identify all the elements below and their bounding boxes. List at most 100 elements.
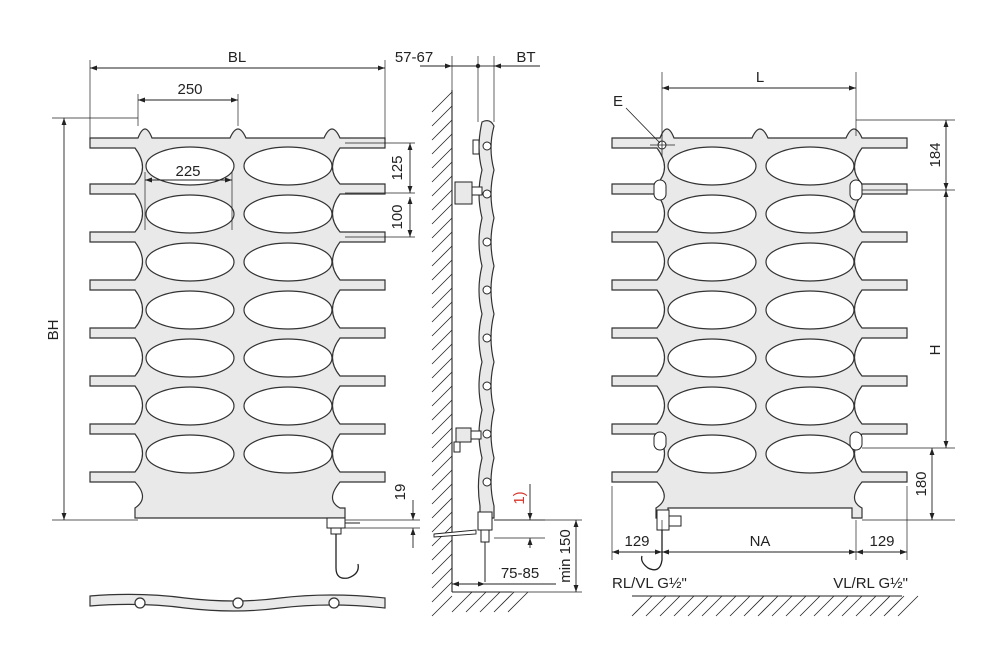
dim-125-label: 125 xyxy=(389,155,406,180)
hatch-line xyxy=(431,567,453,589)
dim-bl-label: BL xyxy=(228,49,246,66)
hatch-line xyxy=(431,581,453,603)
oval-hole xyxy=(765,194,855,234)
side-hole xyxy=(482,141,492,151)
hatch-line xyxy=(431,217,453,239)
front-view: BL 250 225 BH 125 100 19 xyxy=(45,49,420,612)
oval-hole xyxy=(145,194,235,234)
dim-100-label: 100 xyxy=(389,204,406,229)
mount-slot-icon xyxy=(653,179,863,451)
bracket-icon xyxy=(453,139,483,453)
dim-bt-label: BT xyxy=(516,49,535,66)
hatch-line xyxy=(431,357,453,379)
rear-hook-icon xyxy=(640,530,663,571)
bottom-hole xyxy=(328,597,340,609)
vent-icon xyxy=(625,107,675,157)
oval-hole xyxy=(667,146,757,186)
oval-hole xyxy=(765,338,855,378)
dim-129-right-label: 129 xyxy=(869,533,894,550)
side-hole xyxy=(482,381,492,391)
oval-hole xyxy=(243,146,333,186)
oval-hole xyxy=(667,290,757,330)
hatch-line xyxy=(431,469,453,491)
hatch-line xyxy=(431,105,453,127)
conn-left-label: RL/VL G½" xyxy=(612,575,687,592)
hatch-line xyxy=(631,595,653,617)
hatch-line xyxy=(431,441,453,463)
oval-hole xyxy=(243,242,333,282)
oval-hole xyxy=(145,434,235,474)
side-view: 57-67 BT 1) min 150 75-85 xyxy=(395,49,582,617)
hatch-line xyxy=(785,595,807,617)
hatch-line xyxy=(431,189,453,211)
oval-hole xyxy=(145,242,235,282)
oval-hole xyxy=(765,242,855,282)
side-hole xyxy=(482,429,492,439)
oval-hole xyxy=(145,290,235,330)
rear-valve-icon xyxy=(656,509,682,531)
hatch-line xyxy=(431,483,453,505)
hatch-line xyxy=(451,591,473,613)
hatch-line xyxy=(431,147,453,169)
bottom-hole xyxy=(134,597,146,609)
oval-hole xyxy=(243,290,333,330)
hatch-line xyxy=(479,591,501,613)
front-panel-body xyxy=(89,128,386,519)
hatch-line xyxy=(701,595,723,617)
oval-hole xyxy=(667,194,757,234)
oval-hole xyxy=(145,146,235,186)
hatch-line xyxy=(431,119,453,141)
hatch-line xyxy=(431,273,453,295)
oval-hole xyxy=(145,338,235,378)
dim-na-label: NA xyxy=(750,533,771,550)
hatch-line xyxy=(715,595,737,617)
hatch-line xyxy=(431,539,453,561)
oval-hole xyxy=(765,290,855,330)
hatch-line xyxy=(431,231,453,253)
hatch-line xyxy=(431,301,453,323)
dim-bh-label: BH xyxy=(45,320,62,341)
hatch-line xyxy=(431,329,453,351)
oval-hole xyxy=(667,386,757,426)
dim-min150-label: min 150 xyxy=(557,529,574,582)
oval-hole xyxy=(243,338,333,378)
side-hole xyxy=(482,477,492,487)
side-hole xyxy=(482,189,492,199)
hatch-line xyxy=(431,553,453,575)
hatch-line xyxy=(673,595,695,617)
oval-hole xyxy=(145,386,235,426)
hatch-line xyxy=(431,343,453,365)
rear-view: L E 184 H 180 NA 129 129 RL/VL G½" VL/RL… xyxy=(611,69,955,617)
dim-75-85-label: 75-85 xyxy=(501,565,539,582)
hatch-wall-icon xyxy=(431,91,529,617)
hatch-line xyxy=(431,595,453,617)
hatch-line xyxy=(431,497,453,519)
hatch-line xyxy=(431,399,453,421)
hatch-line xyxy=(813,595,835,617)
hatch-line xyxy=(431,91,453,113)
hatch-line xyxy=(507,591,529,613)
hatch-line xyxy=(799,595,821,617)
hatch-line xyxy=(827,595,849,617)
hatch-line xyxy=(431,455,453,477)
hatch-line xyxy=(431,161,453,183)
hatch-line xyxy=(431,427,453,449)
oval-hole xyxy=(243,194,333,234)
dim-250-label: 250 xyxy=(177,81,202,98)
hatch-line xyxy=(431,413,453,435)
hatch-line xyxy=(841,595,863,617)
note-1-label: 1) xyxy=(511,491,528,504)
hatch-line xyxy=(431,371,453,393)
hatch-line xyxy=(465,591,487,613)
hatch-line xyxy=(729,595,751,617)
hatch-line xyxy=(757,595,779,617)
dim-h-label: H xyxy=(927,345,944,356)
hatch-line xyxy=(431,175,453,197)
hatch-line xyxy=(897,595,919,617)
hatch-line xyxy=(431,203,453,225)
side-panel-profile xyxy=(477,120,495,519)
side-hole xyxy=(482,237,492,247)
hatch-floor-icon xyxy=(631,595,919,617)
oval-hole xyxy=(243,434,333,474)
